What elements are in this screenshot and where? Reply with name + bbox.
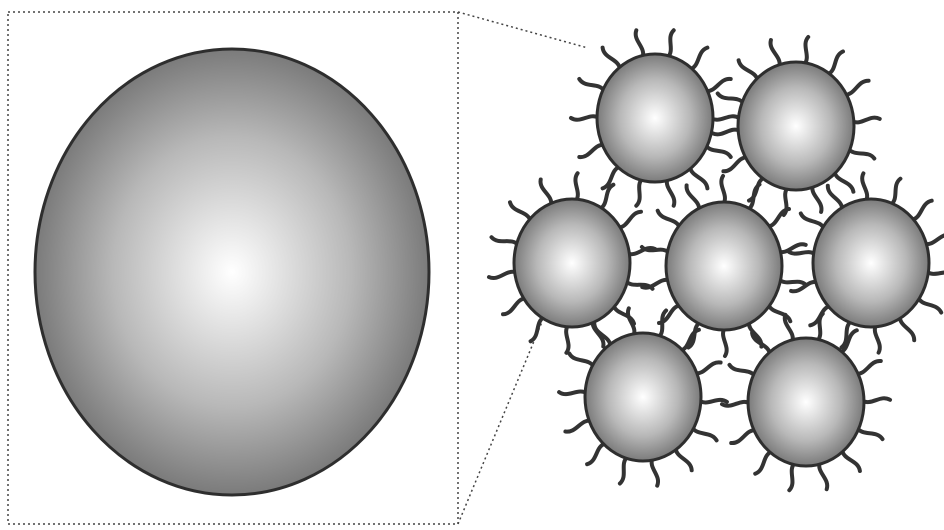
- ligand-chain: [541, 180, 552, 206]
- nanoparticle-core: [748, 338, 864, 466]
- ligand-chain: [834, 171, 853, 191]
- nanoparticle-core: [597, 54, 713, 182]
- ligand-chain: [857, 428, 883, 440]
- ligand-chain: [492, 237, 519, 245]
- ligand-chain: [891, 179, 901, 205]
- ligand-chain: [771, 40, 780, 67]
- ligand-chain: [827, 51, 843, 74]
- ligand-chain: [571, 116, 599, 119]
- nanoparticle-core: [813, 199, 929, 327]
- ligand-chain: [789, 463, 795, 490]
- ligand-chain: [687, 185, 700, 210]
- ligand-chain: [828, 186, 842, 210]
- ligand-chain: [842, 450, 860, 472]
- ligand-chain: [667, 178, 675, 205]
- zoom-connector-top: [458, 12, 588, 48]
- ligand-chain: [748, 185, 760, 210]
- ligand-chain: [575, 173, 577, 201]
- ligand-chain: [819, 462, 827, 489]
- ligand-chain: [856, 361, 881, 374]
- ligand-chain: [801, 214, 824, 229]
- ligand-chain: [755, 451, 772, 473]
- ligand-chain: [636, 30, 644, 57]
- ligand-chain: [875, 325, 880, 353]
- ligand-chain: [510, 202, 531, 221]
- ligand-chain: [690, 167, 708, 189]
- ligand-chain: [712, 130, 740, 135]
- magnified-particle-core: [35, 49, 429, 495]
- ligand-chain: [752, 333, 770, 355]
- ligand-chain: [690, 48, 708, 70]
- ligand-chain: [489, 272, 517, 278]
- ligand-chain: [721, 176, 725, 204]
- ligand-chain: [723, 328, 727, 356]
- ligand-chain: [862, 173, 867, 201]
- ligand-chain: [618, 212, 641, 228]
- ligand-chain: [706, 145, 731, 157]
- ligand-chain: [695, 362, 721, 373]
- ligand-chain: [603, 48, 621, 70]
- ligand-chain: [692, 427, 717, 441]
- zoom-connector-bottom: [458, 322, 542, 524]
- ligand-chain: [844, 81, 868, 95]
- ligand-chain: [569, 354, 594, 368]
- ligand-chain: [699, 400, 727, 403]
- ligand-chain: [658, 211, 680, 228]
- ligand-chain: [579, 79, 604, 91]
- ligand-chain: [739, 60, 758, 80]
- ligand-chain: [706, 79, 731, 91]
- ligand-chain: [559, 392, 587, 395]
- ligand-chain: [812, 185, 821, 212]
- ligand-chain: [900, 316, 914, 340]
- ligand-chain: [565, 421, 591, 432]
- ligand-chain: [668, 30, 674, 57]
- nanoparticle-core: [585, 333, 701, 461]
- ligand-chain: [711, 116, 739, 119]
- ligand-chain: [731, 430, 756, 443]
- ligand-chain: [768, 304, 790, 321]
- ligand-chain: [579, 145, 604, 157]
- ligand-chain: [652, 458, 658, 486]
- nanoparticle-core: [738, 62, 854, 190]
- nanoparticle-core: [514, 199, 630, 327]
- ligand-chain: [767, 209, 789, 227]
- ligand-chain: [566, 325, 568, 353]
- ligand-chain: [503, 298, 526, 314]
- ligand-chain: [911, 201, 931, 220]
- ligand-chain: [852, 118, 880, 123]
- nanoparticle-core: [666, 202, 782, 330]
- ligand-chain: [730, 365, 756, 377]
- ligand-chain: [587, 443, 606, 464]
- ligand-chain: [676, 448, 692, 471]
- ligand-chain: [918, 297, 941, 312]
- ligand-chain: [788, 251, 816, 255]
- ligand-chain: [804, 37, 808, 65]
- ligand-chain: [779, 279, 806, 285]
- ligand-chain: [862, 398, 890, 402]
- ligand-chain: [620, 457, 628, 484]
- ligand-chain: [636, 178, 642, 205]
- ligand-chain: [531, 317, 545, 341]
- ligand-chain: [718, 94, 744, 104]
- ligand-chain: [723, 157, 747, 171]
- ligand-chain: [848, 148, 874, 158]
